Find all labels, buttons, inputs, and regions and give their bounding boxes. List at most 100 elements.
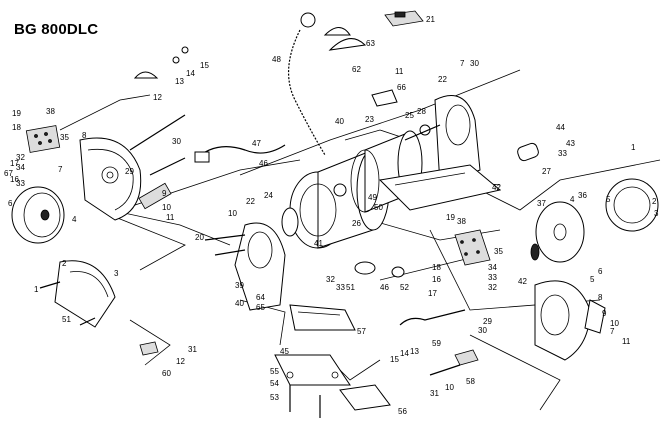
part-label: 55 [270, 367, 279, 376]
part-label: 25 [405, 111, 414, 120]
part-label: 67 [4, 169, 13, 178]
base-feet [289, 385, 321, 418]
tool-rest-arm [399, 309, 466, 326]
part-label: 53 [270, 393, 279, 402]
part-label: 64 [256, 293, 265, 302]
part-label: 4 [570, 195, 575, 204]
part-label: 6 [8, 199, 13, 208]
left-wheel-guard [79, 137, 142, 221]
part-label: 29 [125, 167, 134, 176]
part-label: 18 [432, 263, 441, 272]
part-label: 22 [246, 197, 255, 206]
eye-shield-bracket [354, 261, 405, 278]
flex-lamp-arm [287, 12, 367, 156]
diagram-title: BG 800DLC [14, 21, 99, 38]
part-label: 14 [186, 69, 195, 78]
part-label: 30 [470, 59, 479, 68]
part-label: 5 [606, 195, 611, 204]
part-label: 19 [446, 213, 455, 222]
part-label: 7 [58, 165, 63, 174]
part-label: 47 [252, 139, 261, 148]
part-label: 58 [466, 377, 475, 386]
centre-left-guard [234, 222, 286, 311]
part-label: 29 [483, 317, 492, 326]
switch-bracket [371, 89, 398, 107]
part-label: 8 [598, 293, 603, 302]
part-label: 10 [228, 209, 237, 218]
right-side-cover [605, 178, 659, 232]
part-label: 57 [357, 327, 366, 336]
base-tray [339, 384, 391, 411]
part-label: 37 [537, 199, 546, 208]
part-label: 65 [256, 303, 265, 312]
part-label: 27 [542, 167, 551, 176]
right-wheel-guard [534, 280, 606, 361]
part-label: 3 [114, 269, 119, 278]
part-label: 12 [176, 357, 185, 366]
part-label: 31 [188, 345, 197, 354]
part-label: 34 [488, 263, 497, 272]
motor-end-cover [434, 95, 481, 186]
part-label: 40 [335, 117, 344, 126]
power-cord [194, 144, 286, 163]
left-flange-plate [25, 125, 61, 153]
part-label: 20 [195, 233, 204, 242]
part-label: 33 [488, 273, 497, 282]
part-label: 54 [270, 379, 279, 388]
part-label: 38 [46, 107, 55, 116]
part-label: 9 [162, 189, 167, 198]
part-label: 17 [10, 159, 19, 168]
part-label: 6 [598, 267, 603, 276]
part-label: 30 [478, 326, 487, 335]
part-label: 7 [610, 327, 615, 336]
long-bolt [204, 234, 246, 256]
part-label: 19 [12, 109, 21, 118]
part-label: 63 [366, 39, 375, 48]
part-label: 17 [428, 289, 437, 298]
left-grinding-wheel [11, 186, 65, 244]
part-label: 11 [395, 67, 404, 76]
water-pot-tray [289, 304, 356, 331]
part-label: 16 [10, 175, 19, 184]
shaft-bearings [333, 124, 441, 197]
part-label: 34 [16, 163, 25, 172]
part-label: 30 [172, 137, 181, 146]
part-label: 51 [62, 315, 71, 324]
part-label: 48 [272, 55, 281, 64]
part-label: 51 [346, 283, 355, 292]
part-label: 35 [60, 133, 69, 142]
part-label: 18 [12, 123, 21, 132]
left-lower-guard [54, 260, 116, 328]
part-label: 42 [518, 277, 527, 286]
part-labels: 21 63 62 48 11 66 7 30 22 13 14 15 12 38… [4, 15, 659, 416]
part-label: 12 [153, 93, 162, 102]
capacitor [517, 142, 539, 162]
part-label: 33 [16, 179, 25, 188]
part-label: 28 [417, 107, 426, 116]
part-label: 42 [492, 183, 501, 192]
part-label: 10 [162, 203, 171, 212]
part-label: 9 [602, 309, 607, 318]
part-label: 59 [432, 339, 441, 348]
part-label: 41 [314, 239, 323, 248]
part-label: 60 [162, 369, 171, 378]
part-label: 13 [410, 347, 419, 356]
motor-base-frame [378, 164, 502, 211]
part-label: 52 [400, 283, 409, 292]
part-label: 2 [652, 197, 657, 206]
tool-rest-left [139, 341, 159, 356]
part-label: 46 [380, 283, 389, 292]
part-label: 24 [264, 191, 273, 200]
part-label: 11 [622, 337, 631, 346]
switch-cover [384, 10, 424, 27]
part-label: 66 [397, 83, 406, 92]
part-label: 45 [280, 347, 289, 356]
part-label: 35 [494, 247, 503, 256]
part-label: 3 [654, 209, 659, 218]
part-label: 13 [175, 77, 184, 86]
part-label: 1 [34, 285, 39, 294]
part-label: 31 [430, 389, 439, 398]
part-label: 56 [398, 407, 407, 416]
part-label: 10 [610, 319, 619, 328]
